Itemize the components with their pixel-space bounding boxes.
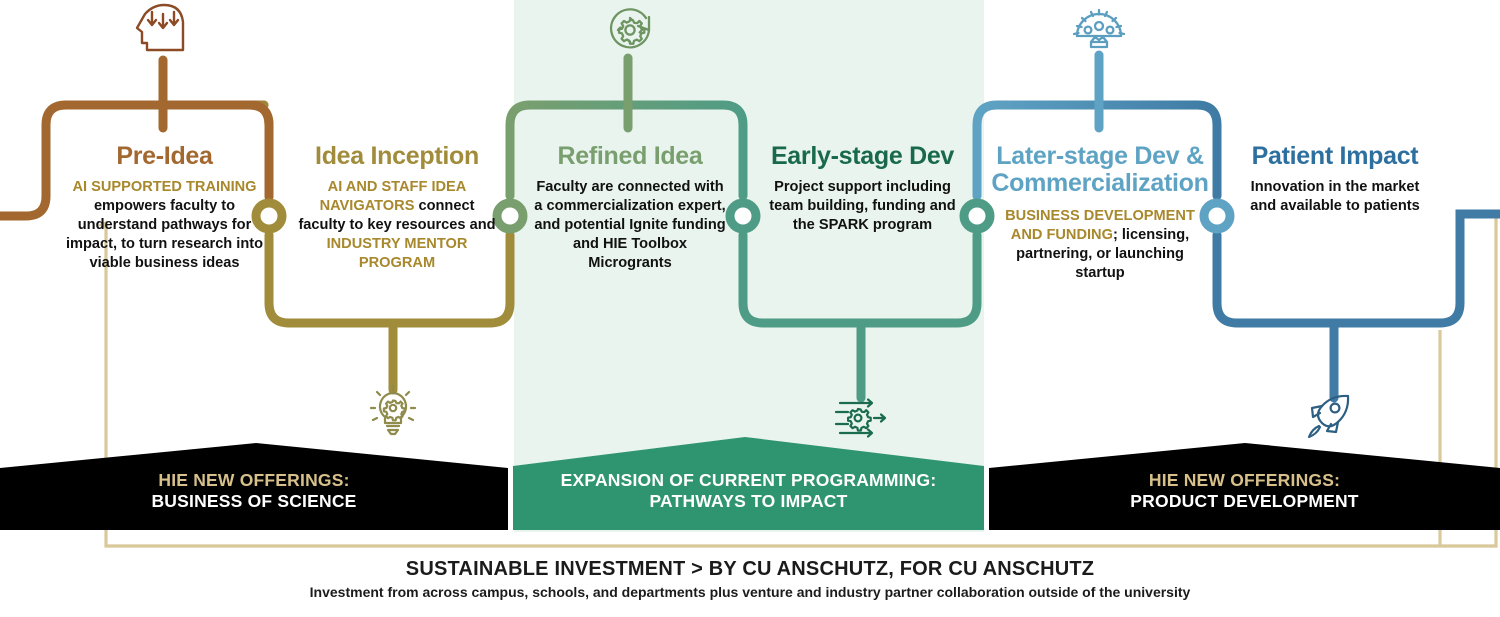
connector-nodes [251, 198, 1235, 234]
banner-line-1: HIE NEW OFFERINGS: [1148, 470, 1341, 490]
stage-later-stage-dev: Later-stage Dev & Commercialization BUSI… [991, 143, 1209, 283]
stage-body: Faculty are connected with a commerciali… [534, 179, 726, 271]
stage-patient-impact: Patient Impact Innovation in the market … [1240, 143, 1430, 216]
connector-node-5 [1199, 198, 1235, 234]
banner-shapes [0, 437, 1500, 530]
banner-line-2: BUSINESS OF SCIENCE [151, 491, 357, 512]
stage-body: AI AND STAFF IDEA NAVIGATORS connect fac… [298, 179, 496, 271]
stage-body: AI SUPPORTED TRAINING empowers faculty t… [65, 179, 264, 271]
gear-people-icon [1072, 8, 1126, 49]
pipe-segment-refined-idea [505, 53, 748, 201]
stage-idea-inception: Idea Inception AI AND STAFF IDEA NAVIGAT… [297, 143, 497, 273]
stage-title: Pre-Idea [116, 142, 213, 170]
banner-line-1: HIE NEW OFFERINGS: [158, 470, 350, 490]
pipe-segment-early-stage [738, 230, 982, 403]
footer-headline: SUSTAINABLE INVESTMENT > BY CU ANSCHUTZ,… [405, 558, 1095, 580]
head-with-arrows-icon [135, 3, 185, 52]
banner-business-of-science: HIE NEW OFFERINGS: BUSINESS OF SCIENCE [0, 470, 508, 530]
gear-arrows-icon [834, 398, 887, 438]
stage-body: BUSINESS DEVELOPMENT AND FUNDING; licens… [1005, 208, 1195, 281]
banner-line-1: EXPANSION OF CURRENT PROGRAMMING: [560, 470, 937, 490]
stage-title: Early-stage Dev [770, 142, 955, 170]
stage-early-stage-dev: Early-stage Dev Project support includin… [765, 143, 960, 235]
pipe-segment-patient-impact [1212, 209, 1500, 403]
pipe-segment-later-stage [972, 50, 1222, 201]
stage-title: Idea Inception [315, 142, 479, 170]
banner-pathways-to-impact: EXPANSION OF CURRENT PROGRAMMING: PATHWA… [513, 470, 984, 530]
gear-refresh-icon [609, 8, 651, 49]
connector-node-1 [251, 198, 287, 234]
stage-body: Project support including team building,… [769, 179, 956, 233]
connector-node-2 [492, 198, 528, 234]
stage-pre-idea: Pre-Idea AI SUPPORTED TRAINING empowers … [62, 143, 267, 273]
stage-body: Innovation in the market and available t… [1250, 179, 1420, 214]
stage-title: Patient Impact [1251, 142, 1419, 170]
banner-shape-business-of-science [0, 443, 508, 530]
connector-node-4 [959, 198, 995, 234]
banner-line-2: PATHWAYS TO IMPACT [649, 491, 848, 512]
banner-line-2: PRODUCT DEVELOPMENT [1130, 491, 1359, 512]
pipe-segment-idea-inception [264, 230, 515, 395]
stage-title: Refined Idea [557, 142, 703, 170]
footer-block: SUSTAINABLE INVESTMENT > BY CU ANSCHUTZ,… [0, 558, 1500, 600]
banner-shape-product-development [989, 443, 1500, 530]
stage-refined-idea: Refined Idea Faculty are connected with … [531, 143, 729, 273]
pipe-segment-pre-idea [0, 55, 274, 221]
connector-node-3 [725, 198, 761, 234]
footer-subline: Investment from across campus, schools, … [309, 584, 1191, 600]
rocket-icon [1307, 394, 1350, 439]
banner-shape-pathways-to-impact [513, 437, 984, 530]
lightbulb-gear-icon [369, 384, 417, 436]
banner-product-development: HIE NEW OFFERINGS: PRODUCT DEVELOPMENT [989, 470, 1500, 530]
stage-title: Later-stage Dev & Commercialization [991, 142, 1209, 197]
